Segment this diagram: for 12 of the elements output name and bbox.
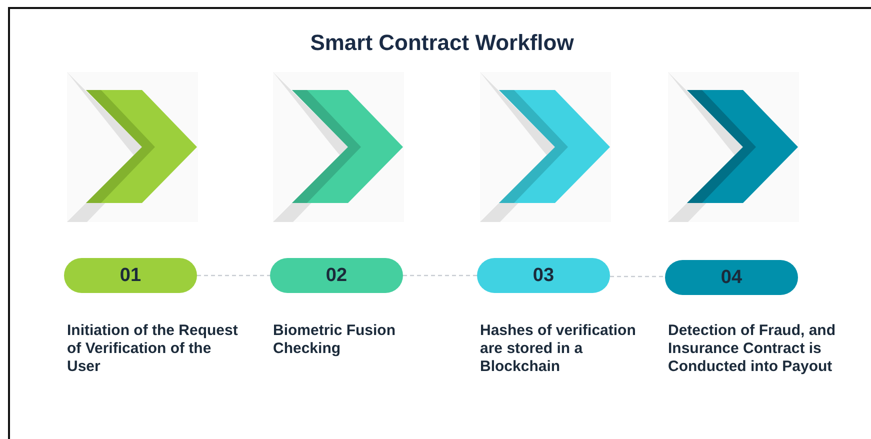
step-number-pill: 03 (477, 258, 610, 293)
dashed-connector (610, 276, 665, 278)
dashed-connector (197, 274, 270, 276)
title: Smart Contract Workflow (309, 30, 575, 56)
step-description: Initiation of the Request of Verification of the User (67, 322, 239, 376)
step-number-pill: 01 (64, 258, 197, 293)
step-description: Biometric Fusion Checking (273, 322, 397, 358)
dashed-connector (403, 274, 477, 276)
step-number-pill: 04 (665, 260, 798, 295)
step-number-pill: 02 (270, 258, 403, 293)
step-description: Detection of Fraud, and Insurance Contract is Conducted into Payout (668, 322, 837, 376)
step-description: Hashes of verification are stored in a Blockchain (480, 322, 637, 376)
